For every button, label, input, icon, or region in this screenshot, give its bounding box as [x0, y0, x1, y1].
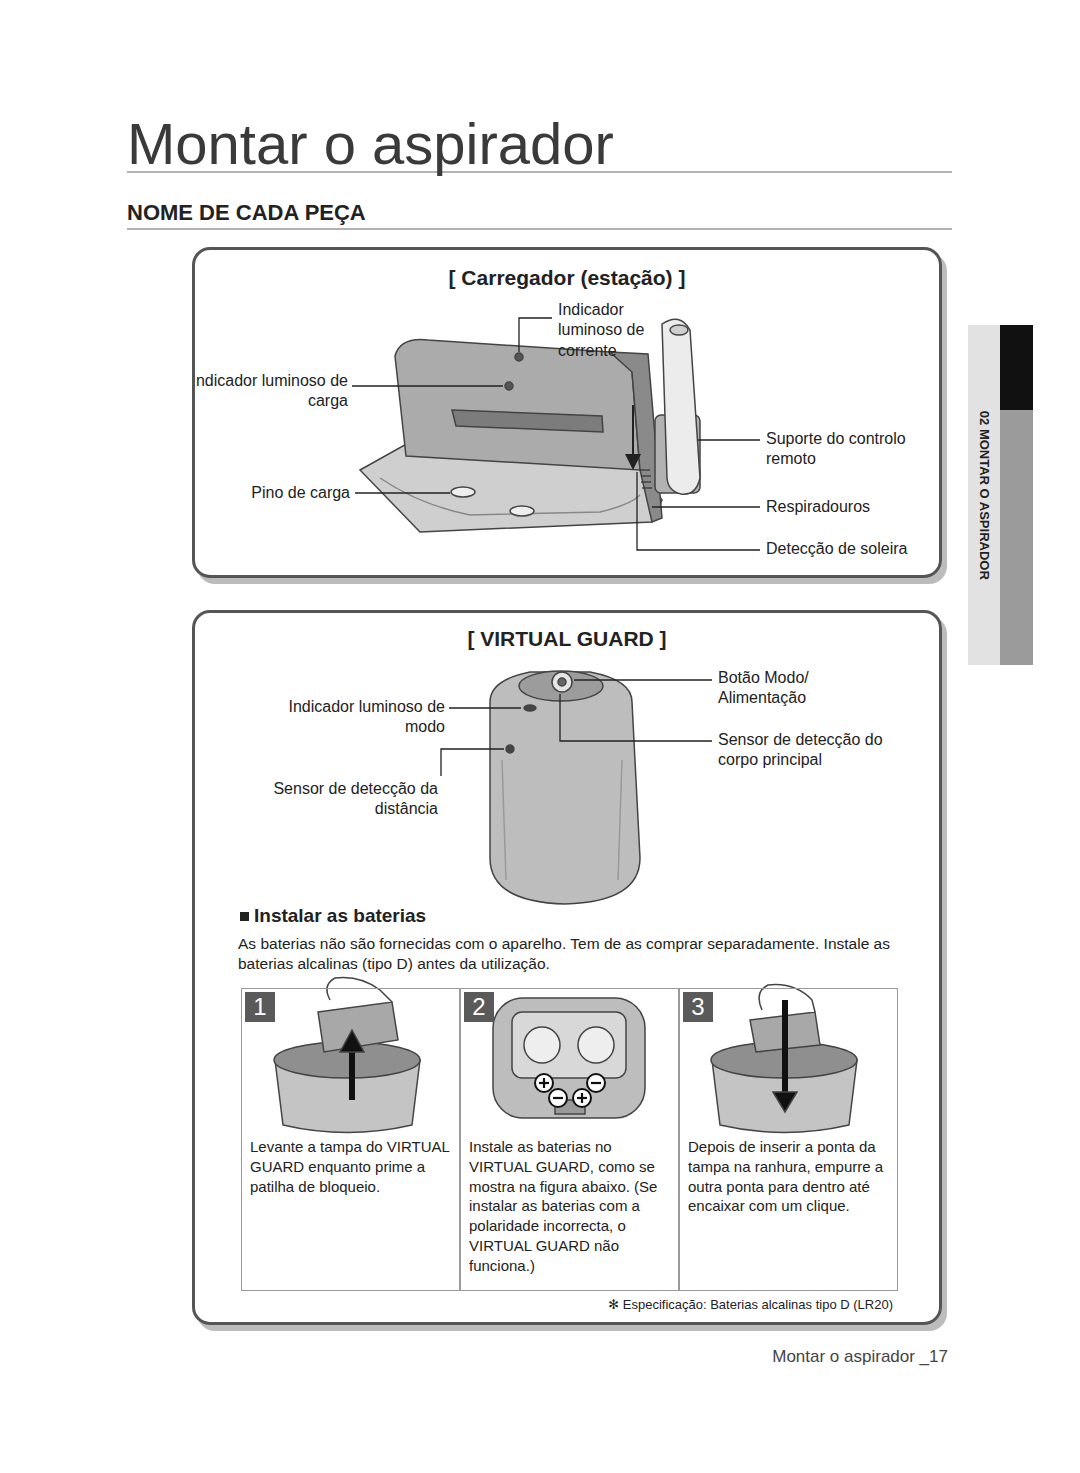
part-label: Indicador luminoso de modo [265, 697, 445, 738]
step-box: 2Instale as baterias no VIRTUAL GUARD, c… [460, 988, 679, 1291]
step-text: Levante a tampa do VIRTUAL GUARD enquant… [250, 1137, 453, 1196]
part-label: Sensor de detecção do corpo principal [718, 730, 893, 771]
section-heading: NOME DE CADA PEÇA [127, 199, 547, 227]
bullet-square [240, 912, 249, 921]
body-paragraph: As baterias não são fornecidas com o apa… [238, 934, 906, 974]
footnote: ✻ Especificação: Baterias alcalinas tipo… [493, 1297, 893, 1314]
part-label: Botão Modo/ Alimentação [718, 668, 853, 709]
part-label: Respiradouros [766, 497, 931, 517]
leader-lines [441, 680, 712, 776]
panel-heading: [ Carregador (estação) ] [195, 266, 939, 290]
header-rules [127, 172, 952, 229]
part-label: Suporte do controlo remoto [766, 429, 931, 470]
sub-heading: Instalar as baterias [254, 904, 654, 928]
step-box: 3Depois de inserir a ponta da tampa na r… [679, 988, 898, 1291]
page-title: Montar o aspirador [127, 112, 614, 176]
page-footer: Montar o aspirador _17 [648, 1346, 948, 1368]
part-label: Detecção de soleira [766, 539, 936, 559]
step3-illustration [711, 985, 857, 1133]
virtual-guard-illustration [490, 671, 640, 904]
part-label: Sensor de detecção da distância [263, 779, 438, 820]
step-box: 1Levante a tampa do VIRTUAL GUARD enquan… [241, 988, 460, 1291]
part-label: Indicador luminoso de carga [183, 371, 348, 412]
section-tab [968, 325, 1033, 665]
step-number: 2 [464, 992, 494, 1022]
part-label: Pino de carga [200, 483, 350, 503]
step1-illustration [274, 978, 420, 1133]
step-text: Instale as baterias no VIRTUAL GUARD, co… [469, 1137, 672, 1276]
panel-heading: [ VIRTUAL GUARD ] [195, 627, 939, 651]
part-label: Indicador luminoso de corrente [558, 300, 668, 361]
step2-illustration [493, 998, 645, 1118]
panel-shadows [192, 247, 947, 1331]
section-panel: [ Carregador (estação) ] [192, 247, 942, 578]
section-panel: [ VIRTUAL GUARD ] 1Levante a tampa do VIR… [192, 610, 942, 1325]
step-text: Depois de inserir a ponta da tampa na ra… [688, 1137, 891, 1216]
step-number: 3 [683, 992, 713, 1022]
leader-lines [352, 318, 760, 550]
tab-text: 02 MONTAR O ASPIRADOR [976, 410, 993, 579]
charger-illustration [360, 319, 700, 532]
step-number: 1 [245, 992, 275, 1022]
